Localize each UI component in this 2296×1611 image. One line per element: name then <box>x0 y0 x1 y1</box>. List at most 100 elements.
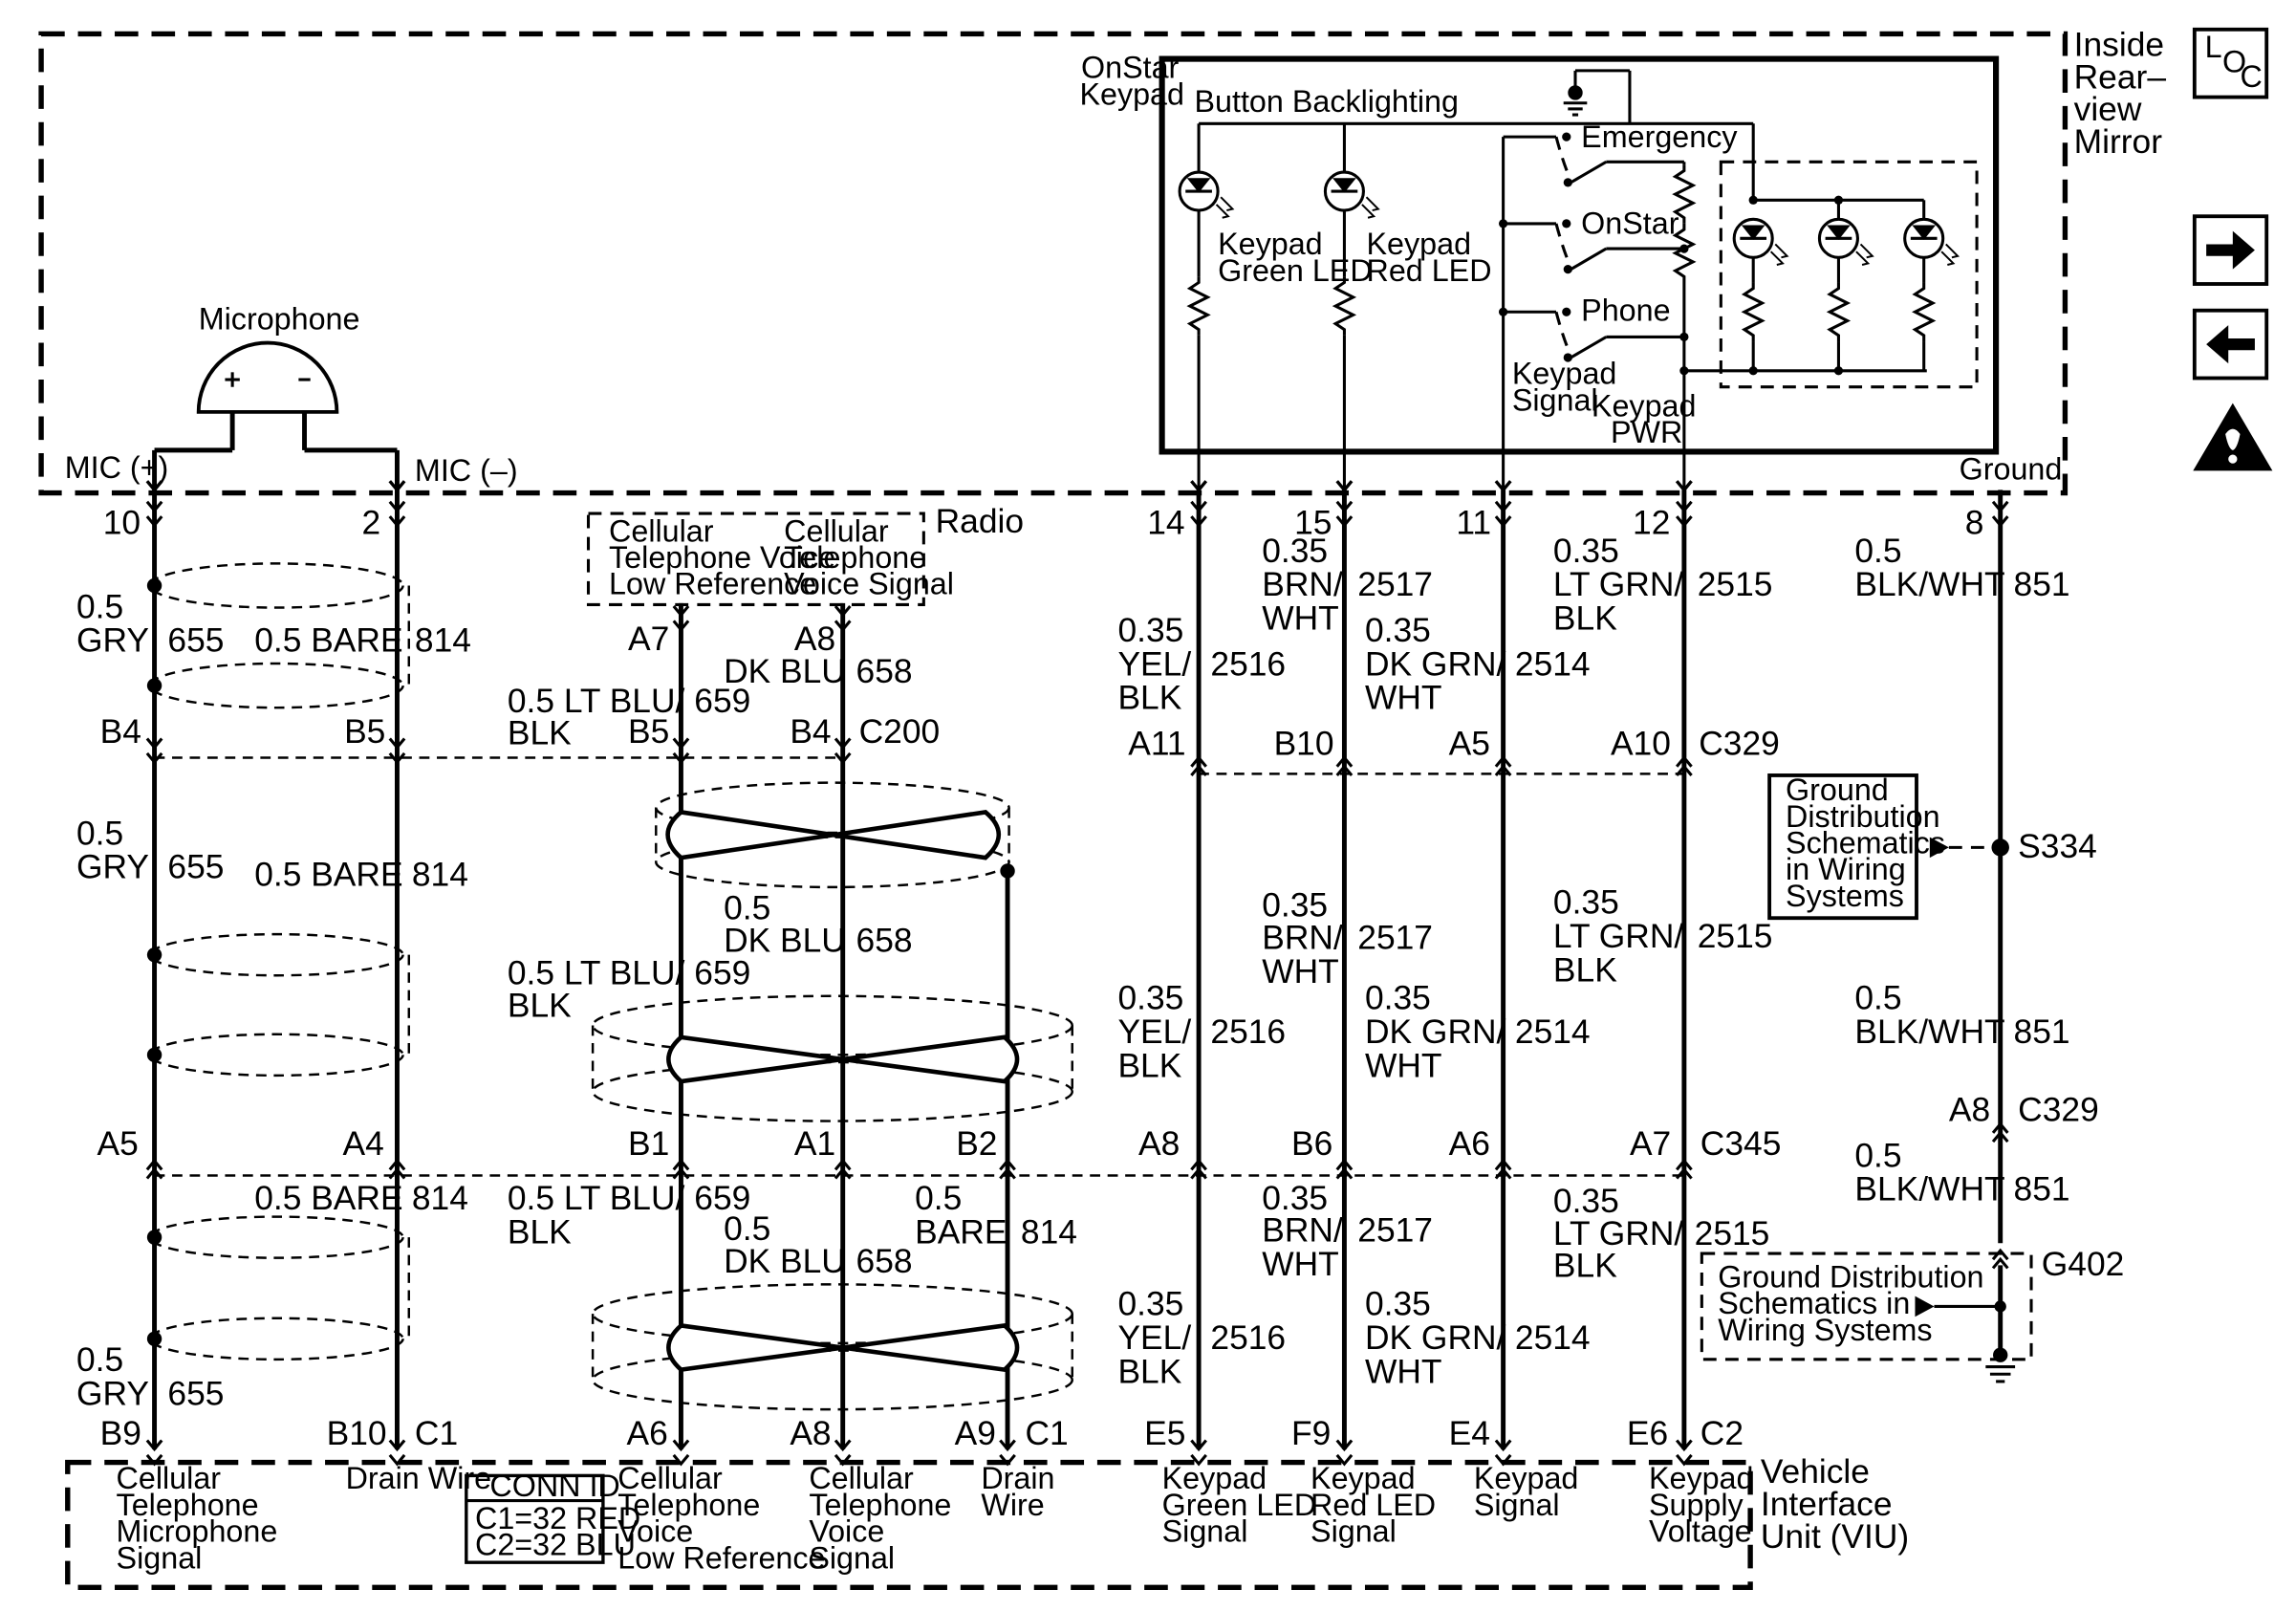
connector-c329-ground-label: C329 <box>2018 1092 2099 1129</box>
wire-ltg-c1: LT GRN/ <box>1553 1215 1683 1252</box>
wire-2514-c: 2514 <box>1515 1319 1591 1357</box>
wire-2516-a: 2516 <box>1210 645 1286 683</box>
wire-658-a: 658 <box>856 653 913 690</box>
pin-e4: E4 <box>1449 1415 1490 1452</box>
pin-12: 12 <box>1633 505 1670 542</box>
wire-yel-a2: BLK <box>1117 680 1181 717</box>
wire-yel-c2: BLK <box>1117 1353 1181 1390</box>
pin-a4-mid: A4 <box>343 1125 384 1163</box>
wire-ltg-a1: LT GRN/ <box>1553 566 1683 603</box>
wire-bare-d: BARE <box>915 1213 1007 1251</box>
wire-655-b: 655 <box>167 849 224 886</box>
wire-dkg-a0: 0.35 <box>1365 612 1431 649</box>
wire-2515-c: 2515 <box>1695 1215 1770 1252</box>
wire-yel-b2: BLK <box>1117 1047 1181 1084</box>
wire-ltg-b0: 0.35 <box>1553 884 1619 922</box>
pin-a10: A10 <box>1611 725 1671 762</box>
emergency-label: Emergency <box>1581 120 1738 154</box>
viu-boundary <box>65 1459 1753 1591</box>
svg-text:O: O <box>2222 44 2246 78</box>
pin-f9: F9 <box>1291 1415 1331 1452</box>
wire-brn-b2: WHT <box>1262 953 1339 991</box>
pin-b1: B1 <box>628 1125 669 1163</box>
twisted-pair-2 <box>591 994 1073 1122</box>
pin-a11: A11 <box>1128 725 1185 762</box>
connector-c329-label: C329 <box>1699 725 1780 762</box>
pin-b9: B9 <box>100 1415 141 1452</box>
radio-label: Radio <box>936 503 1024 540</box>
pin-b6: B6 <box>1291 1125 1332 1163</box>
conn-id-box <box>465 1473 605 1564</box>
pin-b2: B2 <box>956 1125 997 1163</box>
wire-yel-b0: 0.35 <box>1117 980 1183 1017</box>
wire-brn-c1: BRN/ <box>1262 1212 1343 1250</box>
ground-label: Ground <box>1960 452 2063 487</box>
pin-e5: E5 <box>1144 1415 1185 1452</box>
pin-a8-radio: A8 <box>794 620 835 658</box>
wire-gray-a2: GRY <box>76 622 149 660</box>
pin-b10-bottom: B10 <box>327 1415 387 1452</box>
caution-icon[interactable] <box>2193 403 2273 471</box>
wire-814-b: 814 <box>412 856 468 893</box>
wire-2514-b: 2514 <box>1515 1013 1591 1051</box>
wire-bw-a0: 0.5 <box>1854 533 1901 570</box>
wire-ltg-b2: BLK <box>1553 951 1617 989</box>
wire-851-a: 851 <box>2014 566 2070 603</box>
wire-ltg-a0: 0.35 <box>1553 533 1619 570</box>
twisted-pair-3 <box>591 1283 1073 1411</box>
wire-655-c: 655 <box>167 1376 224 1413</box>
s334-pointer <box>1929 837 1949 859</box>
wire-659-c: 659 <box>694 1180 750 1217</box>
viu-drain-wire-1: Drain Wire <box>346 1461 492 1495</box>
wire-ltblu-b1: 0.5 LT BLU/ <box>508 954 685 991</box>
wire-gray-c1: 0.5 <box>76 1341 123 1379</box>
microphone-label: Microphone <box>199 302 360 337</box>
wire-brn-c0: 0.35 <box>1262 1180 1328 1217</box>
g402-ground-box <box>1700 1252 2033 1361</box>
pin-a8-ground: A8 <box>1949 1092 1990 1129</box>
connector-c345-label: C345 <box>1700 1125 1782 1163</box>
pin-b5-top: B5 <box>344 713 385 751</box>
wire-ltblu-a1: 0.5 LT BLU/ <box>508 683 685 720</box>
pin-a8-bottom: A8 <box>790 1415 831 1452</box>
pin-a7-radio: A7 <box>628 620 669 658</box>
loc-icon[interactable]: L O C <box>2192 27 2269 99</box>
wire-gray-c2: GRY <box>76 1376 149 1413</box>
s334-ground-box <box>1767 773 1918 921</box>
arrow-right-icon[interactable] <box>2192 214 2269 286</box>
mirror-boundary <box>38 31 2069 496</box>
arrow-left-icon[interactable] <box>2192 308 2269 381</box>
pin-a5-mid: A5 <box>97 1125 139 1163</box>
wire-ltblu-b2: BLK <box>508 987 572 1024</box>
wire-gray-a1: 0.5 <box>76 588 123 625</box>
wire-2514-a: 2514 <box>1515 645 1591 683</box>
conn-id-c2: C2=32 BLU <box>475 1527 636 1561</box>
wire-851-b: 851 <box>2014 1013 2070 1051</box>
connector-c2-label: C2 <box>1700 1415 1744 1452</box>
g402-pointer <box>1915 1295 1935 1317</box>
wire-655-a: 655 <box>167 622 224 660</box>
mic-neg-label: MIC (–) <box>415 453 518 488</box>
wire-yel-a1: YEL/ <box>1117 645 1191 683</box>
wire-dkblu-a: DK BLU <box>724 653 846 690</box>
wire-dkg-a1: DK GRN/ <box>1365 645 1506 683</box>
wire-dkg-c0: 0.35 <box>1365 1286 1431 1323</box>
pin-a6-mid: A6 <box>1449 1125 1490 1163</box>
wire-brn-c2: WHT <box>1262 1246 1339 1283</box>
wire-bw-b1: BLK/WHT <box>1854 1013 2004 1051</box>
wire-659-a: 659 <box>694 683 750 720</box>
wire-dkg-a2: WHT <box>1365 680 1442 717</box>
pin-b10-top: B10 <box>1274 725 1334 762</box>
wire-brn-b1: BRN/ <box>1262 920 1343 957</box>
